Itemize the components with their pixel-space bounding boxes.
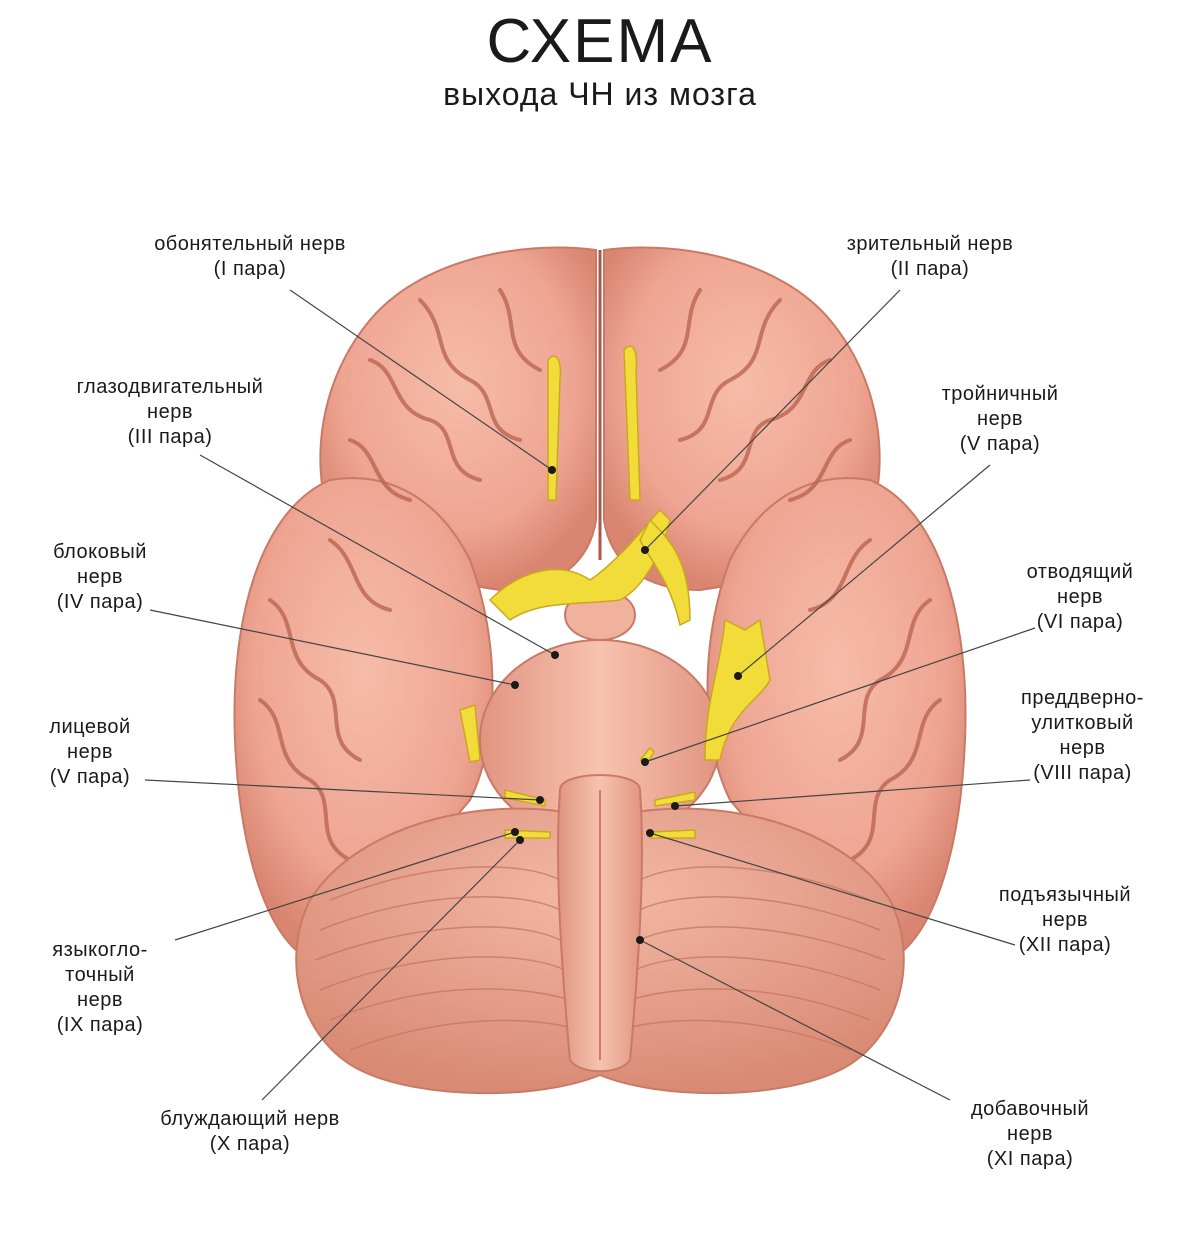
trigeminal-nerve <box>704 618 771 761</box>
label-line: нерв <box>1057 586 1103 608</box>
label-line: (V пара) <box>959 433 1041 455</box>
label-line: зрительный нерв <box>846 233 1014 255</box>
label-line: нерв <box>77 989 123 1011</box>
label-line: блоковый <box>53 541 147 563</box>
label-line: нерв <box>77 566 123 588</box>
label-line: (VIII пара) <box>1033 762 1132 784</box>
label-line: (XI пара) <box>986 1148 1074 1170</box>
leader-lines <box>144 289 1036 1101</box>
label-line: добавочный <box>970 1098 1089 1120</box>
label-line: (V пара) <box>49 766 131 788</box>
optic-nerve-right-tract <box>639 518 691 627</box>
diagram-title: СХЕМА <box>486 7 714 76</box>
label-line: (X пара) <box>209 1133 291 1155</box>
leader-vagus <box>261 839 521 1101</box>
label-line: нерв <box>1059 737 1106 759</box>
label-trigeminal-nerve: тройничный нерв (V пара) <box>900 382 1100 457</box>
root-right-1 <box>654 791 696 807</box>
label-trochlear-nerve: блоковый нерв (IV пара) <box>20 540 180 615</box>
label-line: обонятельный нерв <box>154 233 346 255</box>
label-glossopharyngeal-nerve: языкогло- точный нерв (IX пара) <box>30 938 170 1038</box>
label-line: преддверно- <box>1021 687 1144 709</box>
label-line: улитковый <box>1031 712 1134 734</box>
label-line: (I пара) <box>213 258 287 280</box>
leader-trochlear <box>149 609 516 686</box>
leader-trigeminal <box>737 464 991 677</box>
label-line: глазодвигательный <box>76 376 264 398</box>
olfactory-tract-left <box>547 355 562 501</box>
leader-optic <box>644 289 901 551</box>
leader-glossopharyngeal <box>174 831 516 941</box>
label-accessory-nerve: добавочный нерв (XI пара) <box>940 1097 1120 1172</box>
label-facial-nerve: лицевой нерв (V пара) <box>20 715 160 790</box>
label-abducens-nerve: отводящий нерв (VI пара) <box>990 560 1170 635</box>
label-line: точный <box>65 964 135 986</box>
label-line: нерв <box>147 401 193 423</box>
root-left-1 <box>504 789 546 807</box>
label-line: подъязычный <box>998 884 1132 906</box>
label-line: нерв <box>67 741 113 763</box>
label-line: нерв <box>1007 1123 1053 1145</box>
label-line: (III пара) <box>127 426 213 448</box>
root-right-2 <box>649 829 696 839</box>
label-line: (IV пара) <box>56 591 144 613</box>
leader-oculomotor <box>199 454 556 656</box>
label-line: отводящий <box>1026 561 1134 583</box>
olfactory-tract-right <box>623 345 641 501</box>
label-line: языкогло- <box>52 939 148 961</box>
cerebellar-folia <box>314 866 886 1051</box>
facial-left <box>459 703 481 763</box>
label-hypoglossal-nerve: подъязычный нерв (XII пара) <box>975 883 1155 958</box>
label-vagus-nerve: блуждающий нерв (X пара) <box>130 1107 370 1157</box>
label-line: (XII пара) <box>1018 934 1112 956</box>
label-line: нерв <box>1042 909 1088 931</box>
leader-olfactory <box>289 289 553 471</box>
diagram-subtitle: выхода ЧН из мозга <box>443 76 757 112</box>
cranial-nerves <box>459 345 771 839</box>
label-line: тройничный <box>941 383 1059 405</box>
optic-chiasm <box>488 508 671 621</box>
leader-abducens <box>644 627 1036 763</box>
label-optic-nerve: зрительный нерв (II пара) <box>810 232 1050 282</box>
leader-facial <box>144 779 541 801</box>
label-line: блуждающий нерв <box>160 1108 340 1130</box>
label-line: (II пара) <box>890 258 970 280</box>
label-line: (IX пара) <box>56 1014 144 1036</box>
leader-dots <box>511 466 742 944</box>
leader-vestibulocochlear <box>674 779 1031 807</box>
leader-hypoglossal <box>649 832 1016 946</box>
label-vestibulocochlear-nerve: преддверно- улитковый нерв (VIII пара) <box>995 686 1170 786</box>
label-line: лицевой <box>49 716 131 738</box>
label-olfactory-nerve: обонятельный нерв (I пара) <box>115 232 385 282</box>
label-line: (VI пара) <box>1036 611 1124 633</box>
label-line: нерв <box>977 408 1023 430</box>
leader-accessory <box>639 939 951 1101</box>
label-oculomotor-nerve: глазодвигательный нерв (III пара) <box>40 375 300 450</box>
